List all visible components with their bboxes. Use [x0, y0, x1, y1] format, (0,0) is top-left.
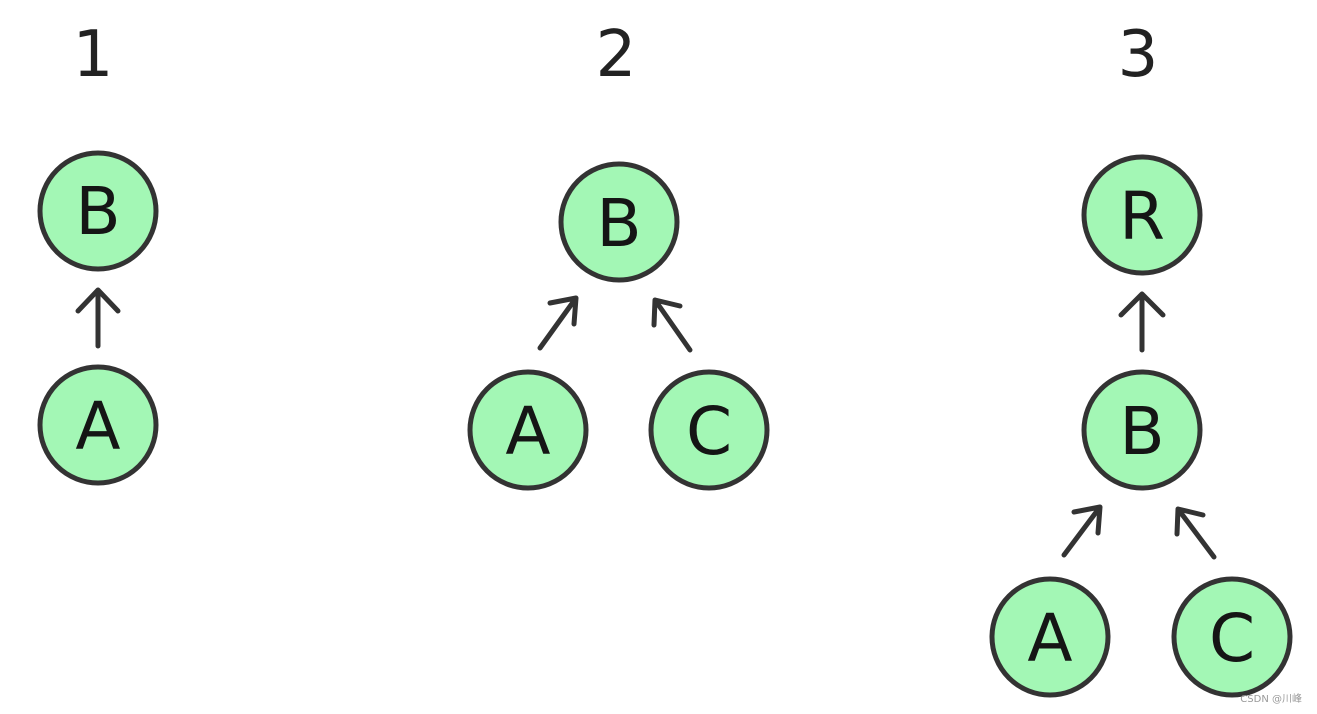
panel-3: 3 R B A C	[989, 18, 1293, 698]
node-r: R	[1081, 154, 1203, 276]
node-b: B	[37, 150, 159, 272]
node-circle	[467, 369, 589, 491]
arrow-a-to-b	[537, 295, 579, 351]
node-label-b: B	[75, 173, 120, 250]
panel-2: 2 B A C	[467, 18, 770, 491]
arrow-c-to-b	[1174, 506, 1217, 560]
arrow-a-to-b	[1061, 504, 1103, 558]
node-label-c: C	[1209, 600, 1255, 677]
node-label-c: C	[686, 393, 732, 470]
node-label-b: B	[596, 185, 641, 262]
panel-number-1: 1	[73, 18, 114, 92]
node-circle	[1081, 369, 1203, 491]
node-circle	[558, 161, 680, 283]
node-a: A	[989, 576, 1111, 698]
arrow-c-to-b	[651, 297, 693, 353]
node-label-r: R	[1119, 178, 1165, 255]
node-c: C	[1171, 576, 1293, 698]
node-label-a: A	[75, 388, 120, 465]
node-circle	[1081, 154, 1203, 276]
node-c: C	[648, 369, 770, 491]
node-a: A	[37, 364, 159, 486]
watermark: CSDN @川峰	[1240, 693, 1302, 705]
panel-number-2: 2	[596, 18, 637, 92]
node-label-a: A	[505, 393, 550, 470]
node-a: A	[467, 369, 589, 491]
arrow-b-to-r	[1118, 291, 1166, 353]
node-circle	[989, 576, 1111, 698]
node-b: B	[558, 161, 680, 283]
node-circle	[648, 369, 770, 491]
node-label-a: A	[1027, 600, 1072, 677]
panel-number-3: 3	[1118, 18, 1159, 92]
node-circle	[1171, 576, 1293, 698]
node-circle	[37, 150, 159, 272]
node-circle	[37, 364, 159, 486]
node-label-b: B	[1119, 393, 1164, 470]
node-b: B	[1081, 369, 1203, 491]
panel-1: 1 B A	[37, 18, 159, 486]
arrow-a-to-b	[75, 287, 121, 349]
